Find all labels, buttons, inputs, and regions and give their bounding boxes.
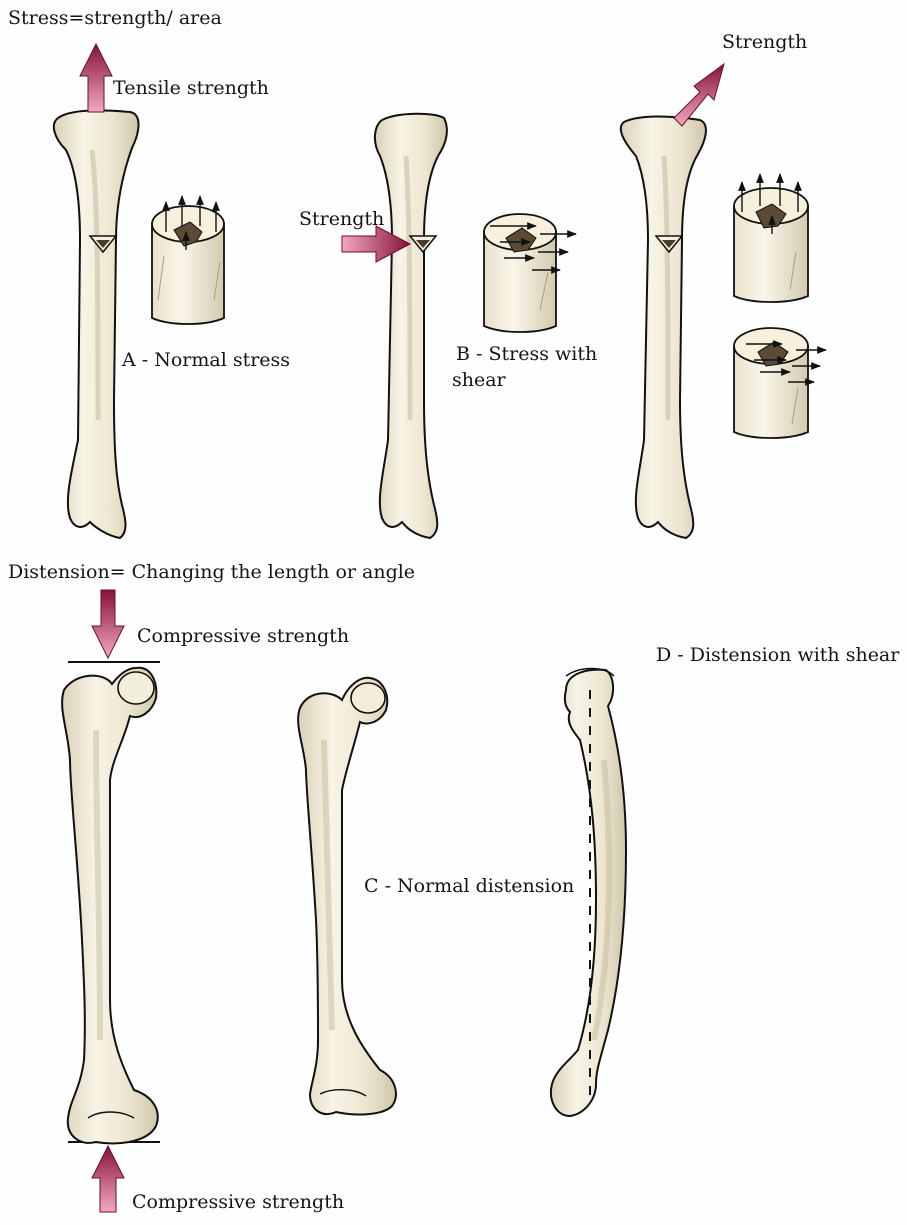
panel-d-caption: D - Distension with shear: [656, 645, 899, 667]
panel-c-caption: C - Normal distension: [364, 876, 574, 898]
cross-section-a: [152, 196, 224, 324]
strength-label-shear: Strength: [299, 209, 384, 231]
tibia-c: [621, 117, 706, 539]
compressive-arrow-top: [92, 590, 124, 658]
tensile-arrow: [80, 44, 112, 112]
compressive-strength-top-label: Compressive strength: [137, 626, 349, 648]
tensile-strength-label: Tensile strength: [113, 78, 269, 100]
strength-label-oblique: Strength: [722, 32, 807, 54]
strength-arrow-c: [674, 64, 724, 126]
compressive-strength-bottom-label: Compressive strength: [132, 1192, 344, 1214]
cross-section-c-shear: [734, 328, 826, 438]
tibia-a: [54, 110, 139, 538]
cross-section-c-normal: [734, 174, 808, 302]
stress-definition: Stress=strength/ area: [8, 8, 222, 30]
panel-b-caption-line2: shear: [452, 370, 506, 392]
femur-compressed: [62, 668, 158, 1144]
distension-definition: Distension= Changing the length or angle: [8, 562, 415, 584]
compressive-arrow-bottom: [92, 1146, 124, 1212]
tibia-b: [375, 114, 447, 538]
panel-b-caption-line1: B - Stress with: [456, 344, 597, 366]
cross-section-b: [484, 214, 576, 332]
panel-a-caption: A - Normal stress: [122, 350, 290, 372]
